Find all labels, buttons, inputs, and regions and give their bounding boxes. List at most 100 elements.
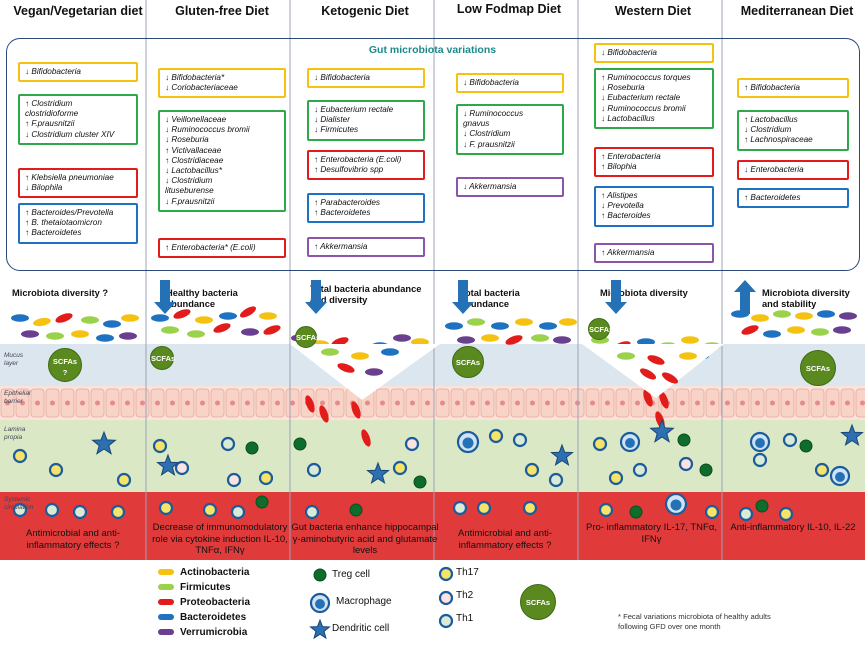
epithelial-nucleus [50,400,55,406]
epithelial-nucleus [395,400,400,406]
scfa-label: SCFAs [52,357,78,366]
bacterium [617,352,635,360]
treg-cell [313,568,327,582]
taxa-line: ↑ Lachnospiraceae [744,135,813,145]
th-cell [778,506,794,522]
th-cell [814,462,830,478]
scfa-label: SCFAs [151,354,176,363]
diet-header: Low Fodmap Diet [456,2,562,16]
legend-phylum-label: Proteobacteria [180,597,251,608]
lamina-band [0,420,865,492]
taxa-line: ↓ Bifidobacteria [314,73,370,82]
taxa-line: ↓ Bilophila [25,183,63,193]
epithelial-nucleus [740,400,745,406]
epithelial-nucleus [530,400,535,406]
scfa-circle: SCFAs [800,350,836,386]
th-cell [230,504,246,520]
th-cell [782,432,798,448]
taxa-line: gnavus [463,119,490,129]
mucus-layer-label: Mucus layer [4,352,24,367]
bacterium [219,312,237,320]
th-cell [598,502,614,518]
bacterium [337,363,355,373]
taxa-line: lituseburense [165,186,214,196]
effect-label: Microbiota diversity and stability [762,288,850,309]
bacterium [259,312,277,320]
bacterium [481,334,499,342]
taxa-line: ↑ Akkermansia [601,248,655,257]
th-cell [220,436,236,452]
th-cell [202,502,218,518]
diet-header: Western Diet [614,4,692,18]
scfa-label: SCFAs [296,333,321,342]
epithelial-nucleus [800,400,805,406]
th-cell [72,504,88,520]
bacterium [361,429,371,447]
epithelial-nucleus [425,400,430,406]
taxa-line: ↑ Enterobacteria (E.coli) [314,155,402,164]
th-cell [226,472,242,488]
taxa-box: ↑ Bacteroidetes [737,188,849,209]
treg-cell [413,475,427,489]
legend-th-label: Th17 [456,567,479,578]
legend-phylum-label: Verrumicrobia [180,627,248,638]
bacterium [321,348,339,356]
taxa-line: ↓ Ruminococcus bromii [165,125,250,135]
taxa-line: ↓ Lactobacillus* [165,166,222,176]
trend-arrow-icon [154,280,176,314]
legend-phylum: Verrumicrobia [158,626,247,641]
macrophage-nucleus [835,472,845,482]
bacterium [33,317,51,327]
dendritic-cell [840,423,864,447]
effect-label: Microbiota diversity ? [12,288,109,298]
epithelial-nucleus [95,400,100,406]
taxa-box: ↑ Ruminococcus torques↓ Roseburia↓ Eubac… [594,68,714,130]
taxa-line: ↓ Ruminococcus bromii [601,103,686,113]
epithelial-nucleus [440,400,445,406]
epithelial-nucleus [5,400,10,406]
taxa-line: clostridioforme [25,109,79,119]
epithelial-nucleus [140,400,145,406]
legend-phylum-label: Bacteroidetes [180,612,247,623]
legend-scfa-label: SCFAs [525,598,551,607]
th-cell [522,500,538,516]
bacterium [639,368,657,380]
epithelial-nucleus [215,400,220,406]
scfa-label: SCFAs [589,325,614,334]
scfa-circle: SCFAs? [48,348,82,382]
bacterium [411,338,429,346]
footnote: * Fecal variations microbiota of healthy… [618,612,771,631]
th-cell [438,566,454,582]
systemic-effect: Antimicrobial and anti-inflammatory effe… [26,528,120,551]
legend-swatch-icon [158,569,174,576]
effect-label: Healthy bacteria abundance [166,288,238,309]
th-cell [592,436,608,452]
taxa-box: ↓ Enterobacteria [737,160,849,181]
epithelial-nucleus [515,400,520,406]
th-cell [392,460,408,476]
epithelial-nucleus [695,400,700,406]
systemic-effect: Pro- inflammatory IL-17, TNFα, IFNγ [586,522,717,545]
bacterium [751,314,769,322]
taxa-line: ↓ Bifidobacteria* [165,73,225,82]
taxa-line: ↓ F. prausnitzii [463,139,515,149]
th-cell [548,472,564,488]
taxa-box: ↑ Lactobacillus↓ Clostridium↑ Lachnospir… [737,110,849,151]
legend-cell-label: Dendritic cell [332,623,390,634]
epithelial-nucleus [485,400,490,406]
legend-swatch-icon [158,584,174,591]
diet-header: Gluten-free Diet [175,4,269,18]
taxa-box: ↓ Bifidobacteria [307,68,425,89]
th-cell [306,462,322,478]
taxa-line: ↓ Firmicutes [314,125,359,135]
legend-cell-label: Macrophage [336,596,392,607]
bacterium [445,322,463,330]
th-cell [632,462,648,478]
epithelial-nucleus [770,400,775,406]
taxa-box: ↑ Alistipes↓ Prevotella↑ Bacteroides [594,186,714,227]
taxa-box: ↑ Parabacteroides↑ Bacteroidetes [307,193,425,224]
dendritic-cell [156,453,180,477]
bacterium [195,316,213,324]
taxa-line: ↓ F.prausnitzii [165,196,215,206]
